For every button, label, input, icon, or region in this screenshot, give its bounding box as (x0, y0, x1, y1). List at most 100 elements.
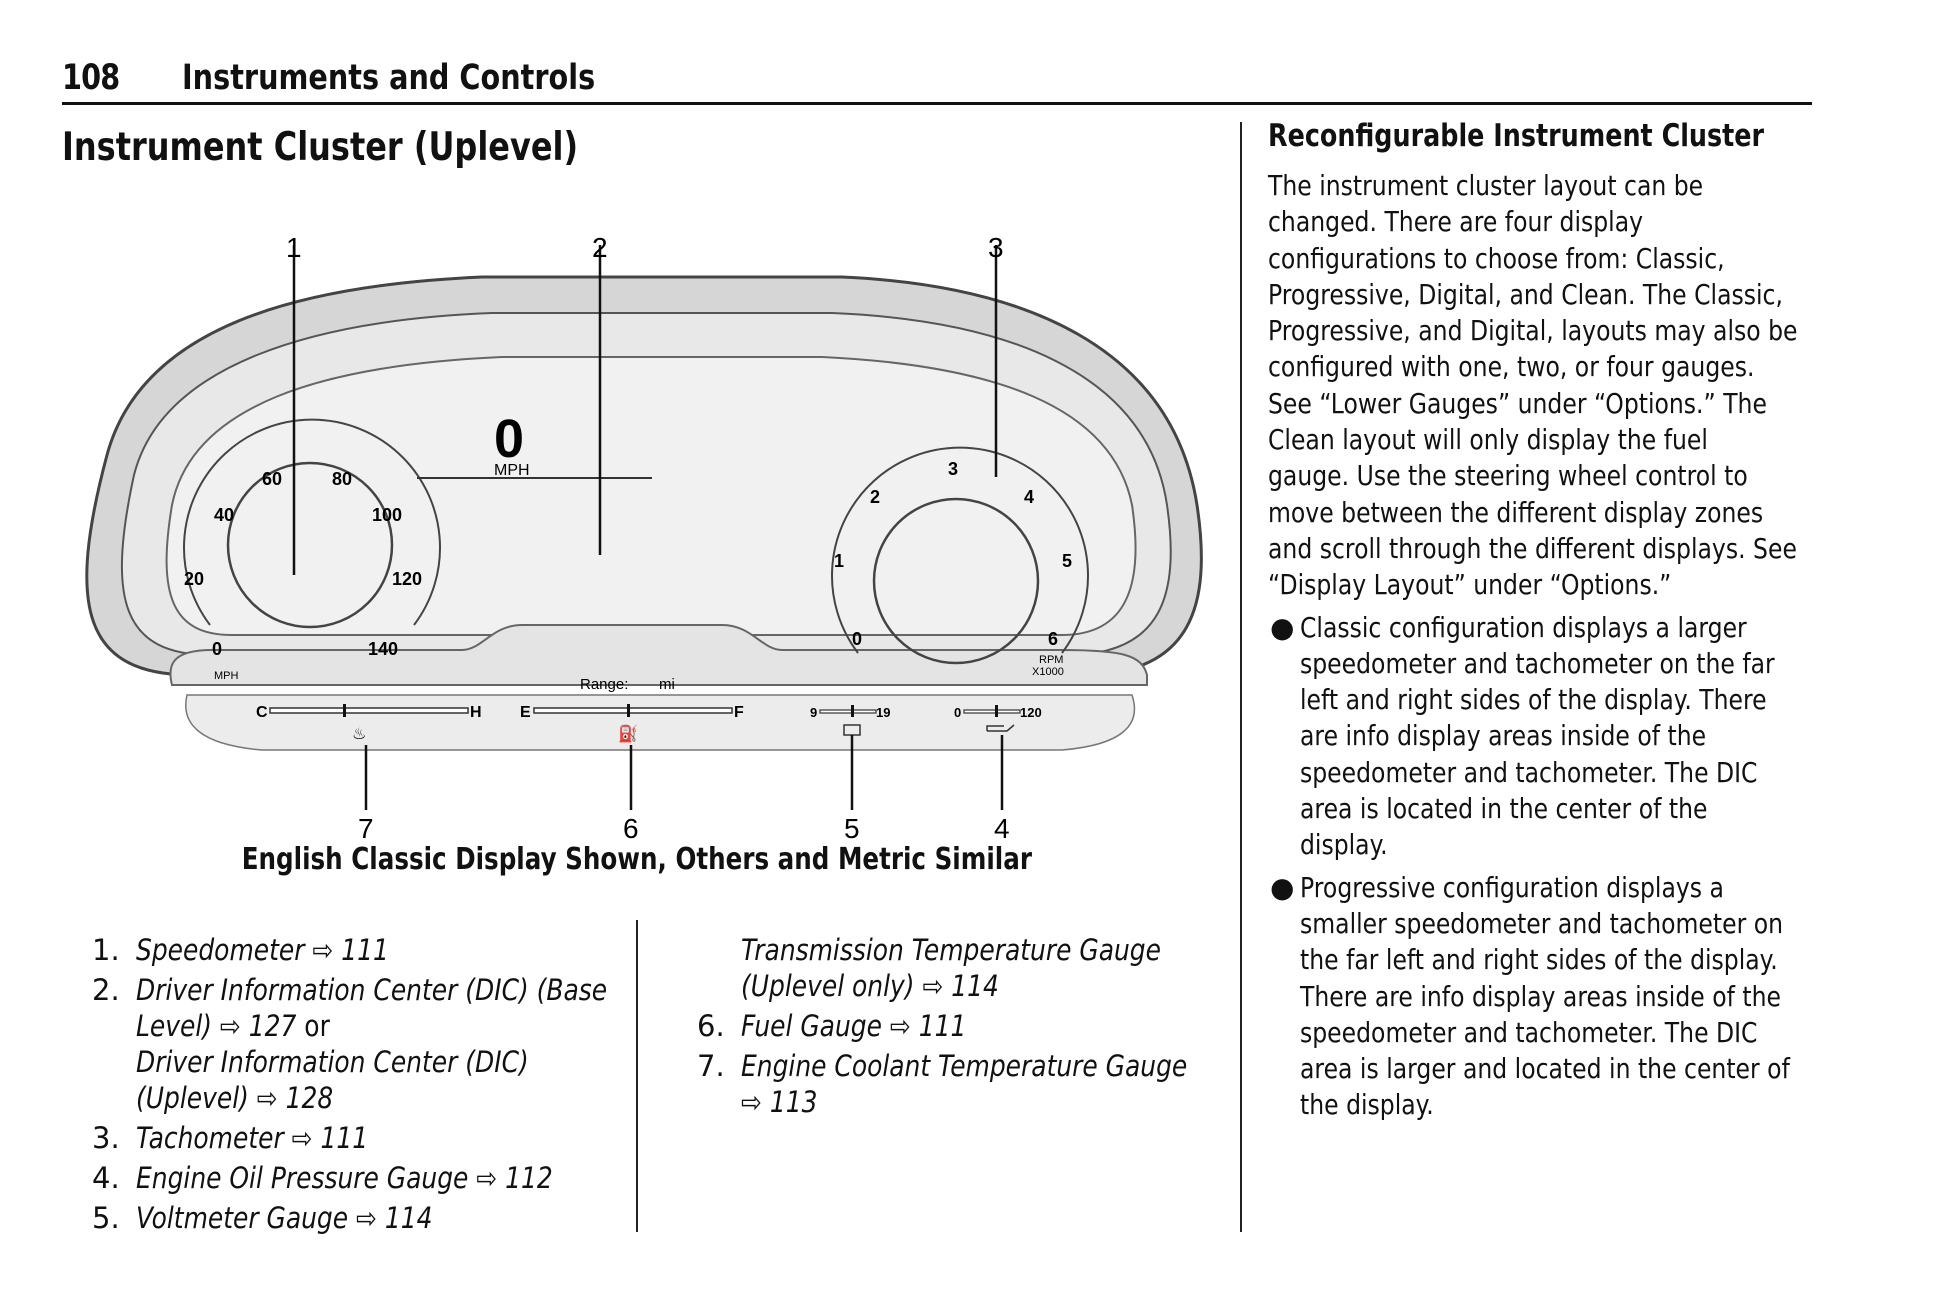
tachometer-arc (831, 446, 1089, 654)
callout-list-link[interactable]: Driver Information Center (DIC) (136, 1045, 529, 1079)
bullet-line: speedometer and tachometer. The DIC (1300, 1015, 1758, 1049)
paragraph-line: move between the different display zones (1268, 495, 1764, 529)
speedometer-inner-circle (226, 461, 394, 629)
tachometer-tick-3: 3 (948, 459, 958, 479)
fuel-gauge-high: F (734, 704, 744, 721)
bullet-line: area is located in the center of the (1300, 792, 1708, 826)
callout-list-link[interactable]: ⇨ 113 (741, 1084, 817, 1120)
paragraph-line: changed. There are four display (1268, 205, 1644, 239)
callout-list-link[interactable]: Engine Oil Pressure Gauge ⇨ 112 (136, 1161, 553, 1195)
bullet-line: are info display areas inside of the (1300, 719, 1707, 753)
paragraph-line: gauge. Use the steering wheel control to (1268, 459, 1748, 493)
page-ref-arrow-icon: ⇨ (283, 1121, 321, 1155)
callout-list-link[interactable]: Transmission Temperature Gauge (741, 933, 1161, 967)
paragraph-line: See “Lower Gauges” under “Options.” The (1268, 386, 1767, 420)
callout-list-number: 7. (697, 1049, 725, 1083)
tachometer-tick-5: 5 (1062, 551, 1072, 571)
speedometer-tick-120: 120 (392, 569, 422, 589)
callout-list-right: Transmission Temperature Gauge(Uplevel o… (697, 932, 1237, 1124)
dic-range-label: Range: (580, 676, 628, 693)
page-ref-arrow-icon: ⇨ (914, 969, 952, 1003)
page-ref-number: 111 (320, 1121, 369, 1155)
bullet-line: Classic configuration displays a larger (1300, 610, 1747, 644)
page-header: 108 Instruments and Controls (62, 52, 1812, 105)
callout-list-number: 6. (697, 1009, 725, 1043)
bullet-dot-icon: ● (1270, 610, 1295, 644)
callout-list-link[interactable]: Tachometer ⇨ 111 (136, 1121, 369, 1155)
page-ref-arrow-icon: ⇨ (741, 1085, 770, 1119)
tachometer-tick-1: 1 (834, 551, 844, 571)
coolant-gauge-low: C (256, 704, 268, 721)
callout-list-number: 3. (92, 1121, 120, 1155)
tachometer-tick-0: 0 (852, 629, 862, 649)
paragraph-line: and scroll through the different display… (1268, 531, 1797, 565)
callout-list-item: Transmission Temperature Gauge(Uplevel o… (697, 932, 1237, 1004)
callout-list-link[interactable]: Voltmeter Gauge ⇨ 114 (136, 1201, 433, 1235)
fuel-gauge-low: E (520, 704, 531, 721)
tachometer-tick-6: 6 (1048, 629, 1058, 649)
figure-caption: English Classic Display Shown, Others an… (241, 842, 1033, 877)
speedometer-tick-140: 140 (368, 639, 398, 659)
list-column-divider (636, 920, 638, 1232)
oil-gauge-high: 120 (1020, 705, 1042, 720)
tachometer-multiplier: X1000 (1032, 666, 1064, 678)
callout-list-link[interactable]: Driver Information Center (DIC) (Base (136, 973, 608, 1007)
callout-list-item: 6. Fuel Gauge ⇨ 111 (697, 1008, 1237, 1044)
page-number: 108 (62, 58, 120, 98)
callout-list-link[interactable]: Level) ⇨ 127 or (136, 1009, 330, 1043)
center-display: 0 MPH Range: mi (417, 409, 675, 693)
page-ref-number: 127 (248, 1009, 297, 1043)
paragraph-line: configurations to choose from: Classic, (1268, 241, 1725, 275)
page-ref-number: 114 (951, 969, 999, 1003)
bullet-line: the far left and right sides of the disp… (1300, 943, 1778, 977)
callout-list-item: 4. Engine Oil Pressure Gauge ⇨ 112 (92, 1160, 632, 1196)
paragraph-line: “Display Layout” under “Options.” (1268, 568, 1672, 602)
speedometer-tick-100: 100 (372, 505, 402, 525)
display-screen (165, 356, 1137, 636)
callout-list-link[interactable]: Fuel Gauge ⇨ 111 (741, 1009, 967, 1043)
callout-2: 2 (592, 232, 608, 263)
callout-list-item: 7. Engine Coolant Temperature Gauge ⇨ 113 (697, 1048, 1237, 1120)
callout-list-item: 5.Voltmeter Gauge ⇨ 114 (92, 1200, 632, 1236)
paragraph-line: Progressive, and Digital, layouts may al… (1268, 314, 1798, 348)
speedometer-tick-20: 20 (184, 569, 204, 589)
callout-list-number: 2. (92, 973, 120, 1007)
oil-can-icon (986, 724, 1015, 732)
speedometer: 0 20 40 60 80 100 120 140 MPH (183, 418, 441, 682)
instrument-cluster-figure: 0 20 40 60 80 100 120 140 MPH 0 1 2 3 4 … (85, 232, 1203, 844)
page-ref-number: 112 (505, 1161, 553, 1195)
oil-gauge: 0 120 (954, 705, 1042, 732)
bullet-line: smaller speedometer and tachometer on (1300, 906, 1784, 940)
page-ref-number: 114 (384, 1201, 433, 1235)
paragraph-line: The instrument cluster layout can be (1268, 169, 1704, 202)
callout-list-link[interactable]: Speedometer ⇨ 111 (136, 933, 389, 967)
callout-list-number: 4. (92, 1161, 120, 1195)
tachometer-tick-4: 4 (1024, 487, 1034, 507)
volt-gauge-high: 19 (876, 705, 890, 720)
callout-list-link[interactable]: (Uplevel) ⇨ 128 (136, 1081, 334, 1115)
speedometer-unit: MPH (214, 670, 239, 682)
page-ref-number: 128 (285, 1081, 334, 1115)
main-heading: Instrument Cluster (Uplevel) (62, 125, 579, 170)
right-column: Reconfigurable Instrument Cluster The in… (1268, 118, 1828, 1124)
paragraph-line: Clean layout will only display the fuel (1268, 423, 1708, 457)
page-ref-number: 111 (341, 933, 389, 967)
coolant-gauge: C H ♨ (256, 704, 482, 743)
callout-3: 3 (988, 232, 1004, 263)
callout-list-item: 1.Speedometer ⇨ 111 (92, 932, 632, 968)
tachometer-tick-2: 2 (870, 487, 880, 507)
dic-speed-unit: MPH (494, 462, 530, 479)
callout-list-link[interactable]: (Uplevel only) ⇨ 114 (741, 969, 999, 1003)
bullet-list: ●Classic configuration displays a larger… (1268, 610, 1828, 1124)
callout-7: 7 (358, 813, 374, 844)
page-ref-arrow-icon: ⇨ (468, 1161, 506, 1195)
callout-list-link[interactable]: Engine Coolant Temperature Gauge (741, 1049, 1188, 1083)
tachometer-inner-circle (872, 497, 1040, 665)
paragraph-line: configured with one, two, or four gauges… (1268, 350, 1755, 384)
bullet-line: There are info display areas inside of t… (1300, 979, 1781, 1013)
lower-gauge-strip (169, 624, 1148, 686)
coolant-icon: ♨ (352, 726, 366, 743)
page-ref-arrow-icon: ⇨ (212, 1009, 249, 1043)
callout-4: 4 (994, 813, 1010, 844)
